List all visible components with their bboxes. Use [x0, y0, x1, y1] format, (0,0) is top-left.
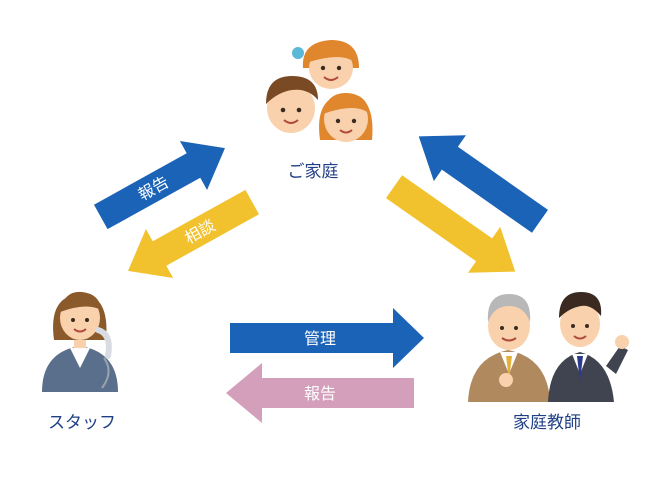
telephone-icon: [95, 327, 112, 389]
tutor-label: 家庭教師: [513, 413, 581, 433]
arrow-family-to-staff-shape: [128, 189, 260, 278]
arrow-family-to-tutor-shape: [385, 175, 516, 273]
woman-face-icon: [319, 92, 373, 142]
arrow-family-to-tutor: [385, 175, 516, 273]
older-teacher-icon: [468, 294, 550, 402]
arrow-staff-to-family-shape: [93, 141, 225, 230]
staff-label: スタッフ: [48, 413, 116, 433]
arrow-staff-to-tutor-shape: [230, 308, 424, 368]
arrow-staff-to-tutor-label: 管理: [304, 329, 336, 348]
young-teacher-icon: [548, 292, 629, 402]
arrow-tutor-to-staff-shape: [226, 363, 414, 423]
boy-face-icon: [266, 76, 318, 133]
tutor-illustration: [468, 292, 629, 402]
arrow-tutor-to-staff-label: 報告: [304, 384, 336, 403]
family-label: ご家庭: [288, 162, 339, 182]
arrow-tutor-to-family-shape: [418, 135, 549, 233]
staff-illustration: [42, 291, 118, 392]
girl-face-icon: [292, 40, 359, 89]
arrow-tutor-to-family: [418, 135, 549, 233]
arrow-tutor-to-staff: 報告: [226, 363, 414, 423]
family-illustration: [266, 40, 373, 142]
arrow-staff-to-tutor: 管理: [230, 308, 424, 368]
